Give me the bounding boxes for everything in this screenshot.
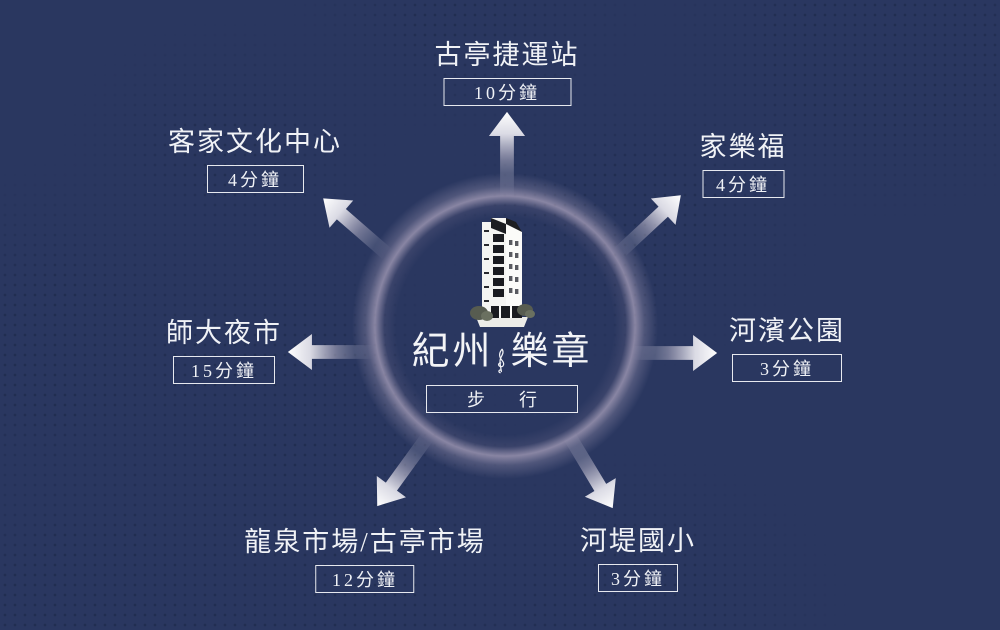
arrow-down-right-icon <box>553 425 629 518</box>
treble-clef-icon <box>498 348 505 374</box>
location-node-riverside-park: 河濱公園 3分鐘 <box>729 316 845 383</box>
location-title: 河堤國小 <box>580 526 696 556</box>
location-node-guting-mrt: 古亭捷運站 10分鐘 <box>434 40 580 107</box>
arrow-up-right-icon <box>606 182 694 267</box>
location-node-carrefour: 家樂福 4分鐘 <box>699 132 787 199</box>
location-title: 師大夜市 <box>166 318 282 348</box>
location-title: 河濱公園 <box>729 316 845 346</box>
project-name-prefix: 紀州 <box>411 331 494 373</box>
location-node-hakka-cultural-center: 客家文化中心 4分鐘 <box>168 127 342 194</box>
arrow-down-left-icon <box>362 426 442 517</box>
arrow-up-left-icon <box>311 184 400 268</box>
location-title: 古亭捷運站 <box>434 40 580 70</box>
location-node-hedi-elementary: 河堤國小 3分鐘 <box>580 526 696 593</box>
walk-time-badge: 12分鐘 <box>315 565 415 594</box>
walk-time-badge: 4分鐘 <box>702 170 784 199</box>
project-name-suffix: 樂章 <box>510 331 593 373</box>
walk-time-badge: 4分鐘 <box>206 165 304 194</box>
walk-time-badge: 15分鐘 <box>173 356 275 385</box>
location-title: 客家文化中心 <box>168 127 342 157</box>
location-title: 家樂福 <box>699 132 787 162</box>
arrow-up-icon <box>488 111 526 197</box>
arrow-right-icon <box>632 334 718 372</box>
arrow-left-icon <box>287 333 373 371</box>
walk-time-badge: 3分鐘 <box>598 564 678 593</box>
location-title: 龍泉市場/古亭市場 <box>244 527 486 557</box>
walk-mode-box: 步行 <box>426 385 578 413</box>
location-node-longquan-guting-market: 龍泉市場/古亭市場 12分鐘 <box>244 527 486 594</box>
walk-time-badge: 10分鐘 <box>443 78 571 107</box>
location-node-shida-night-market: 師大夜市 15分鐘 <box>166 318 282 385</box>
walk-time-badge: 3分鐘 <box>732 354 842 383</box>
project-title: 紀州 樂章 <box>411 331 593 374</box>
walk-mode-label: 步行 <box>467 390 571 410</box>
building-illustration <box>470 218 535 327</box>
